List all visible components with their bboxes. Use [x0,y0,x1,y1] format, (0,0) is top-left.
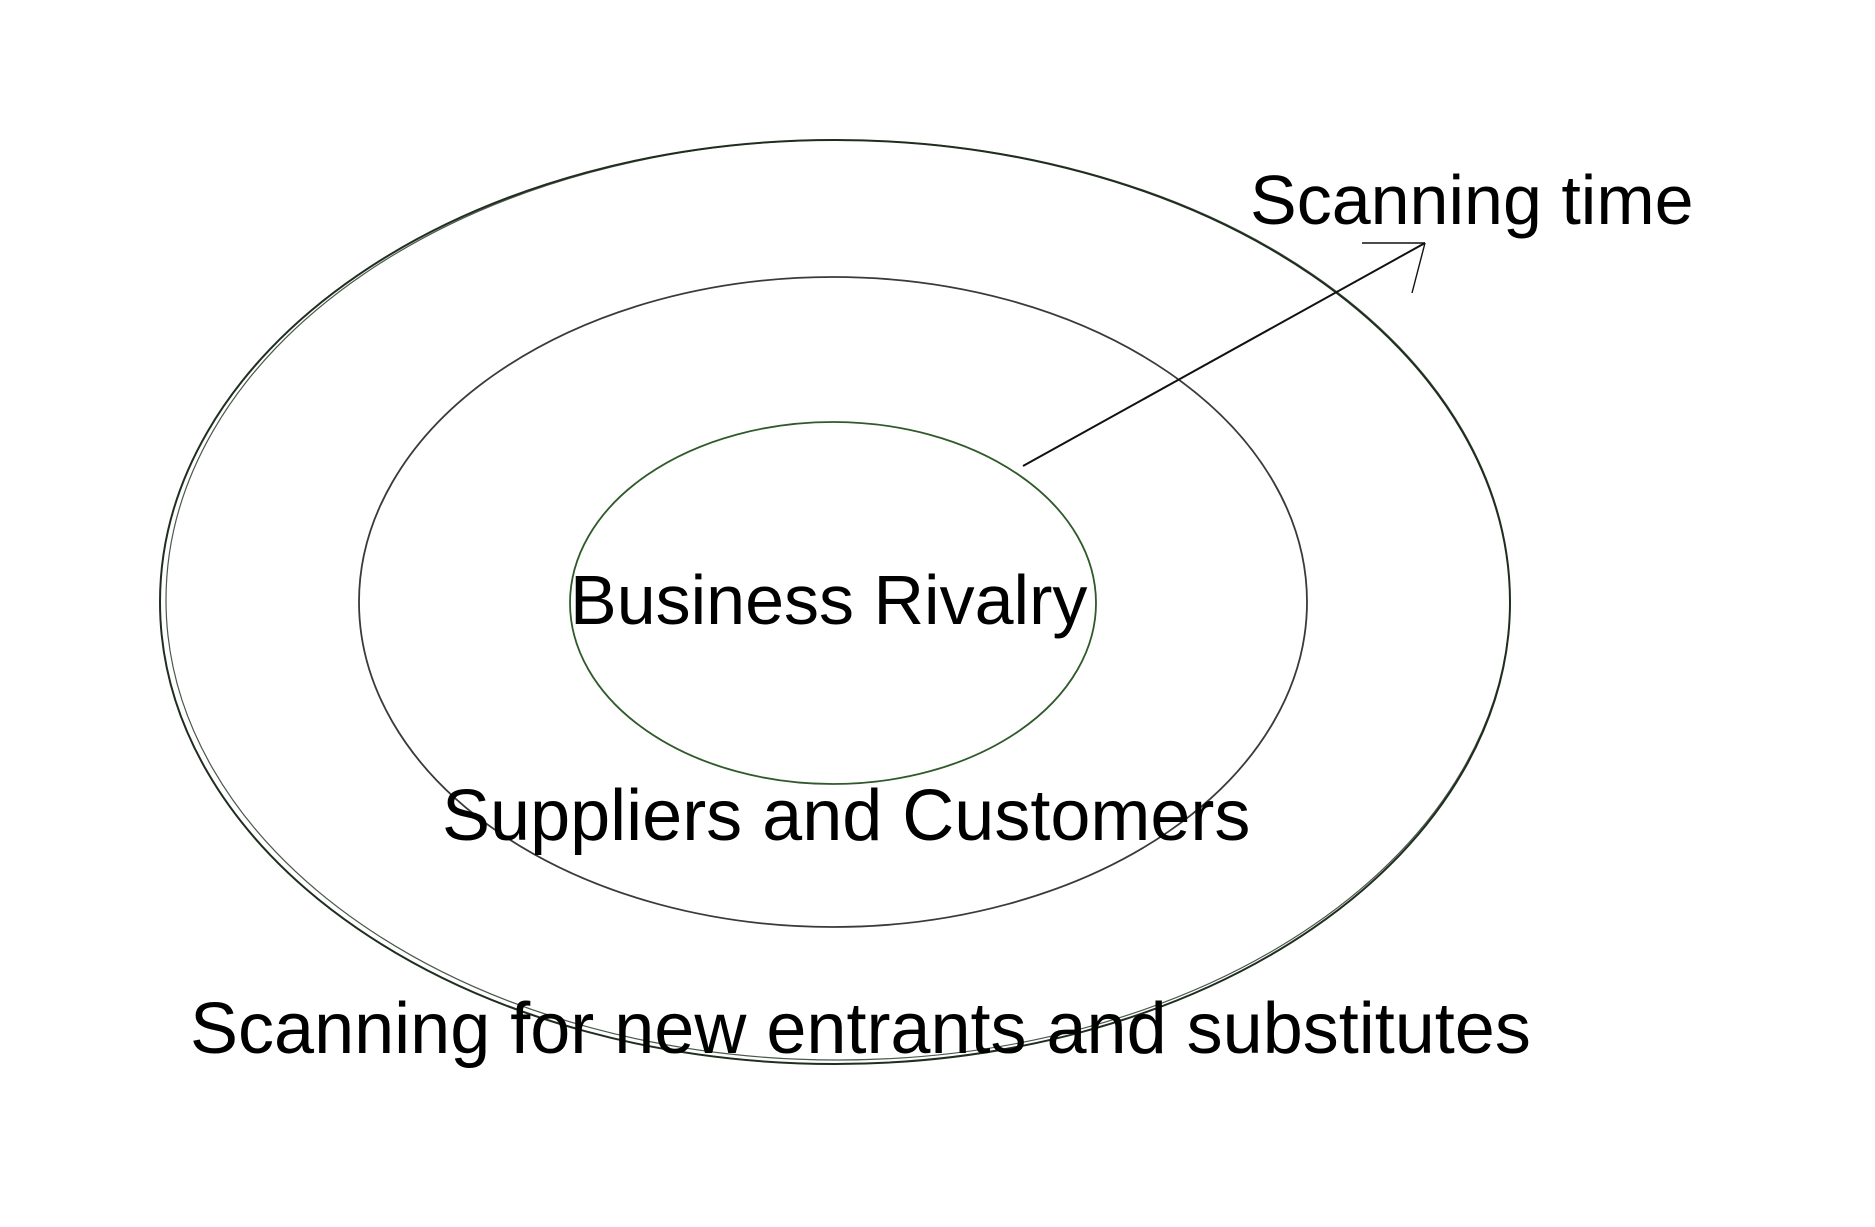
business-rivalry-label: Business Rivalry [570,561,1088,639]
inner-ellipse [569,421,1097,785]
scanning-time-arrow [1022,242,1426,467]
new-entrants-and-substitutes-label: Scanning for new entrants and substitute… [190,989,1531,1069]
scanning-time-label: Scanning time [1250,161,1694,239]
outer-ellipse [159,139,1511,1065]
suppliers-and-customers-label: Suppliers and Customers [442,776,1251,856]
middle-ellipse [358,276,1308,928]
